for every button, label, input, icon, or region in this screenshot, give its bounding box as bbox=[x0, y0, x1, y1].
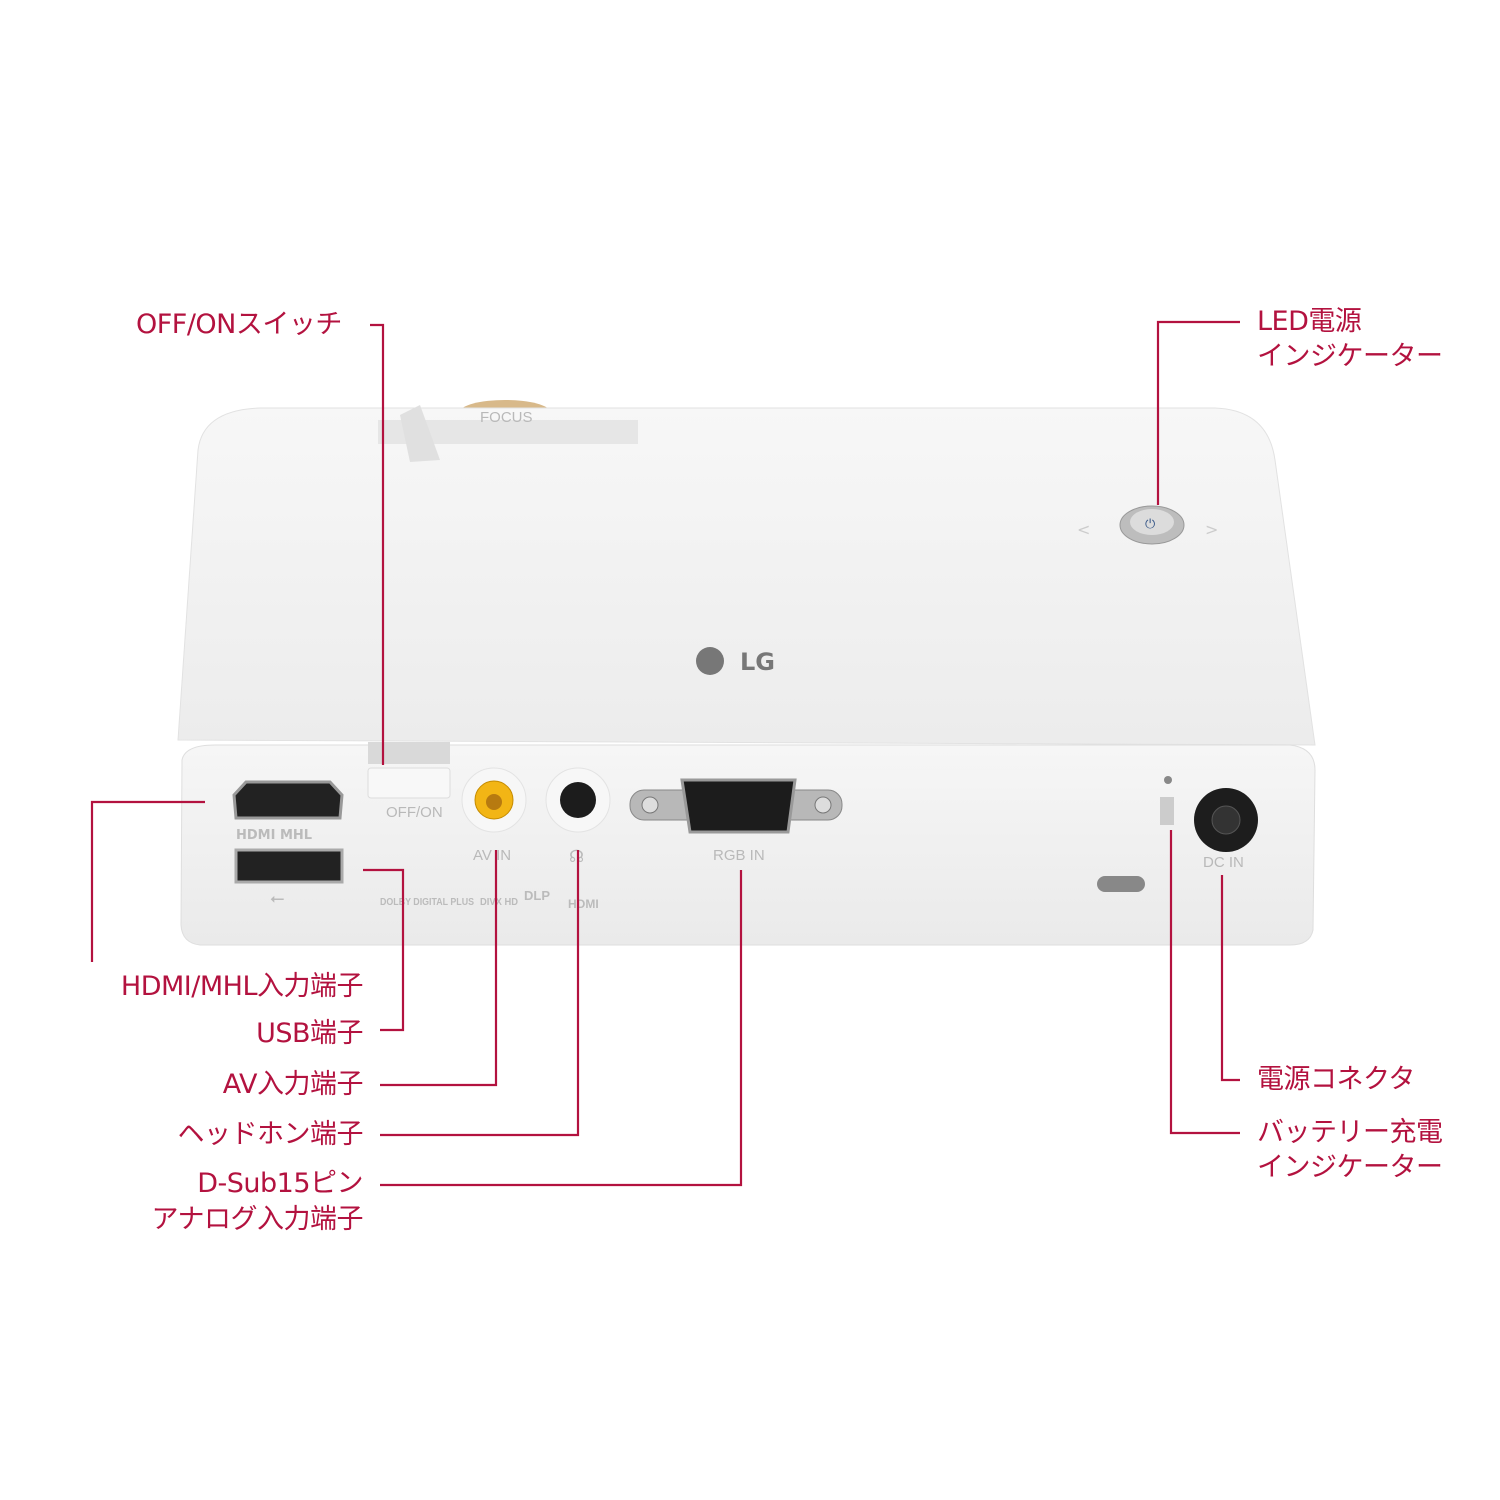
power-icon: ⏻ bbox=[1145, 517, 1155, 532]
rgb-in-port[interactable] bbox=[680, 778, 797, 834]
security-slot bbox=[1097, 876, 1145, 892]
callout-battery-line2: インジケーター bbox=[1257, 1152, 1443, 1183]
hdmi-logo: HDMI MHL bbox=[236, 828, 312, 843]
callout-dsub-line1: D-Sub15ピン bbox=[197, 1168, 363, 1199]
switch-label: OFF/ON bbox=[386, 804, 443, 821]
power-button-cap bbox=[1130, 509, 1174, 535]
callout-battery-line1: バッテリー充電 bbox=[1257, 1117, 1443, 1148]
dlp-logo: DLP bbox=[524, 888, 550, 903]
callout-dsub-line2: アナログ入力端子 bbox=[151, 1204, 364, 1235]
nav-left-icon: < bbox=[1077, 520, 1090, 539]
divx-logo: DIVX HD bbox=[480, 897, 518, 908]
usb-icon: ⭠ bbox=[270, 888, 284, 909]
focus-label: FOCUS bbox=[480, 409, 533, 426]
usb-port[interactable] bbox=[234, 848, 344, 884]
hdmi-port[interactable] bbox=[232, 780, 344, 820]
battery-icon bbox=[1160, 797, 1174, 825]
brand-logo: LG bbox=[740, 648, 775, 676]
callout-hdmi: HDMI/MHL入力端子 bbox=[120, 971, 364, 1002]
headphone-port[interactable] bbox=[560, 782, 596, 818]
callout-usb: USB端子 bbox=[256, 1018, 363, 1049]
projector-back bbox=[180, 744, 1316, 946]
lens-slider[interactable] bbox=[400, 405, 440, 462]
off-on-switch[interactable] bbox=[367, 767, 451, 799]
lg-logo-icon bbox=[696, 647, 724, 675]
dc-label: DC IN bbox=[1203, 854, 1244, 871]
callout-dc: 電源コネクタ bbox=[1257, 1064, 1415, 1095]
callout-led-line2: インジケーター bbox=[1257, 341, 1443, 372]
callout-led-line1: LED電源 bbox=[1257, 306, 1362, 337]
switch-tab bbox=[368, 742, 450, 764]
nav-right-icon: > bbox=[1205, 520, 1218, 539]
projector-top bbox=[177, 407, 1316, 746]
hdmi-small-logo: HDMI bbox=[568, 897, 599, 911]
headphone-icon: ☊ bbox=[569, 847, 584, 867]
callout-off-on-switch: OFF/ONスイッチ bbox=[136, 309, 342, 340]
dolby-logo: DOLBY DIGITAL PLUS bbox=[380, 897, 474, 908]
callout-headphone: ヘッドホン端子 bbox=[177, 1119, 364, 1150]
callout-lines bbox=[90, 320, 1240, 1187]
battery-led bbox=[1164, 776, 1172, 784]
callout-av: AV入力端子 bbox=[222, 1069, 364, 1100]
av-label: AV IN bbox=[473, 847, 511, 864]
rgb-label: RGB IN bbox=[713, 847, 765, 864]
